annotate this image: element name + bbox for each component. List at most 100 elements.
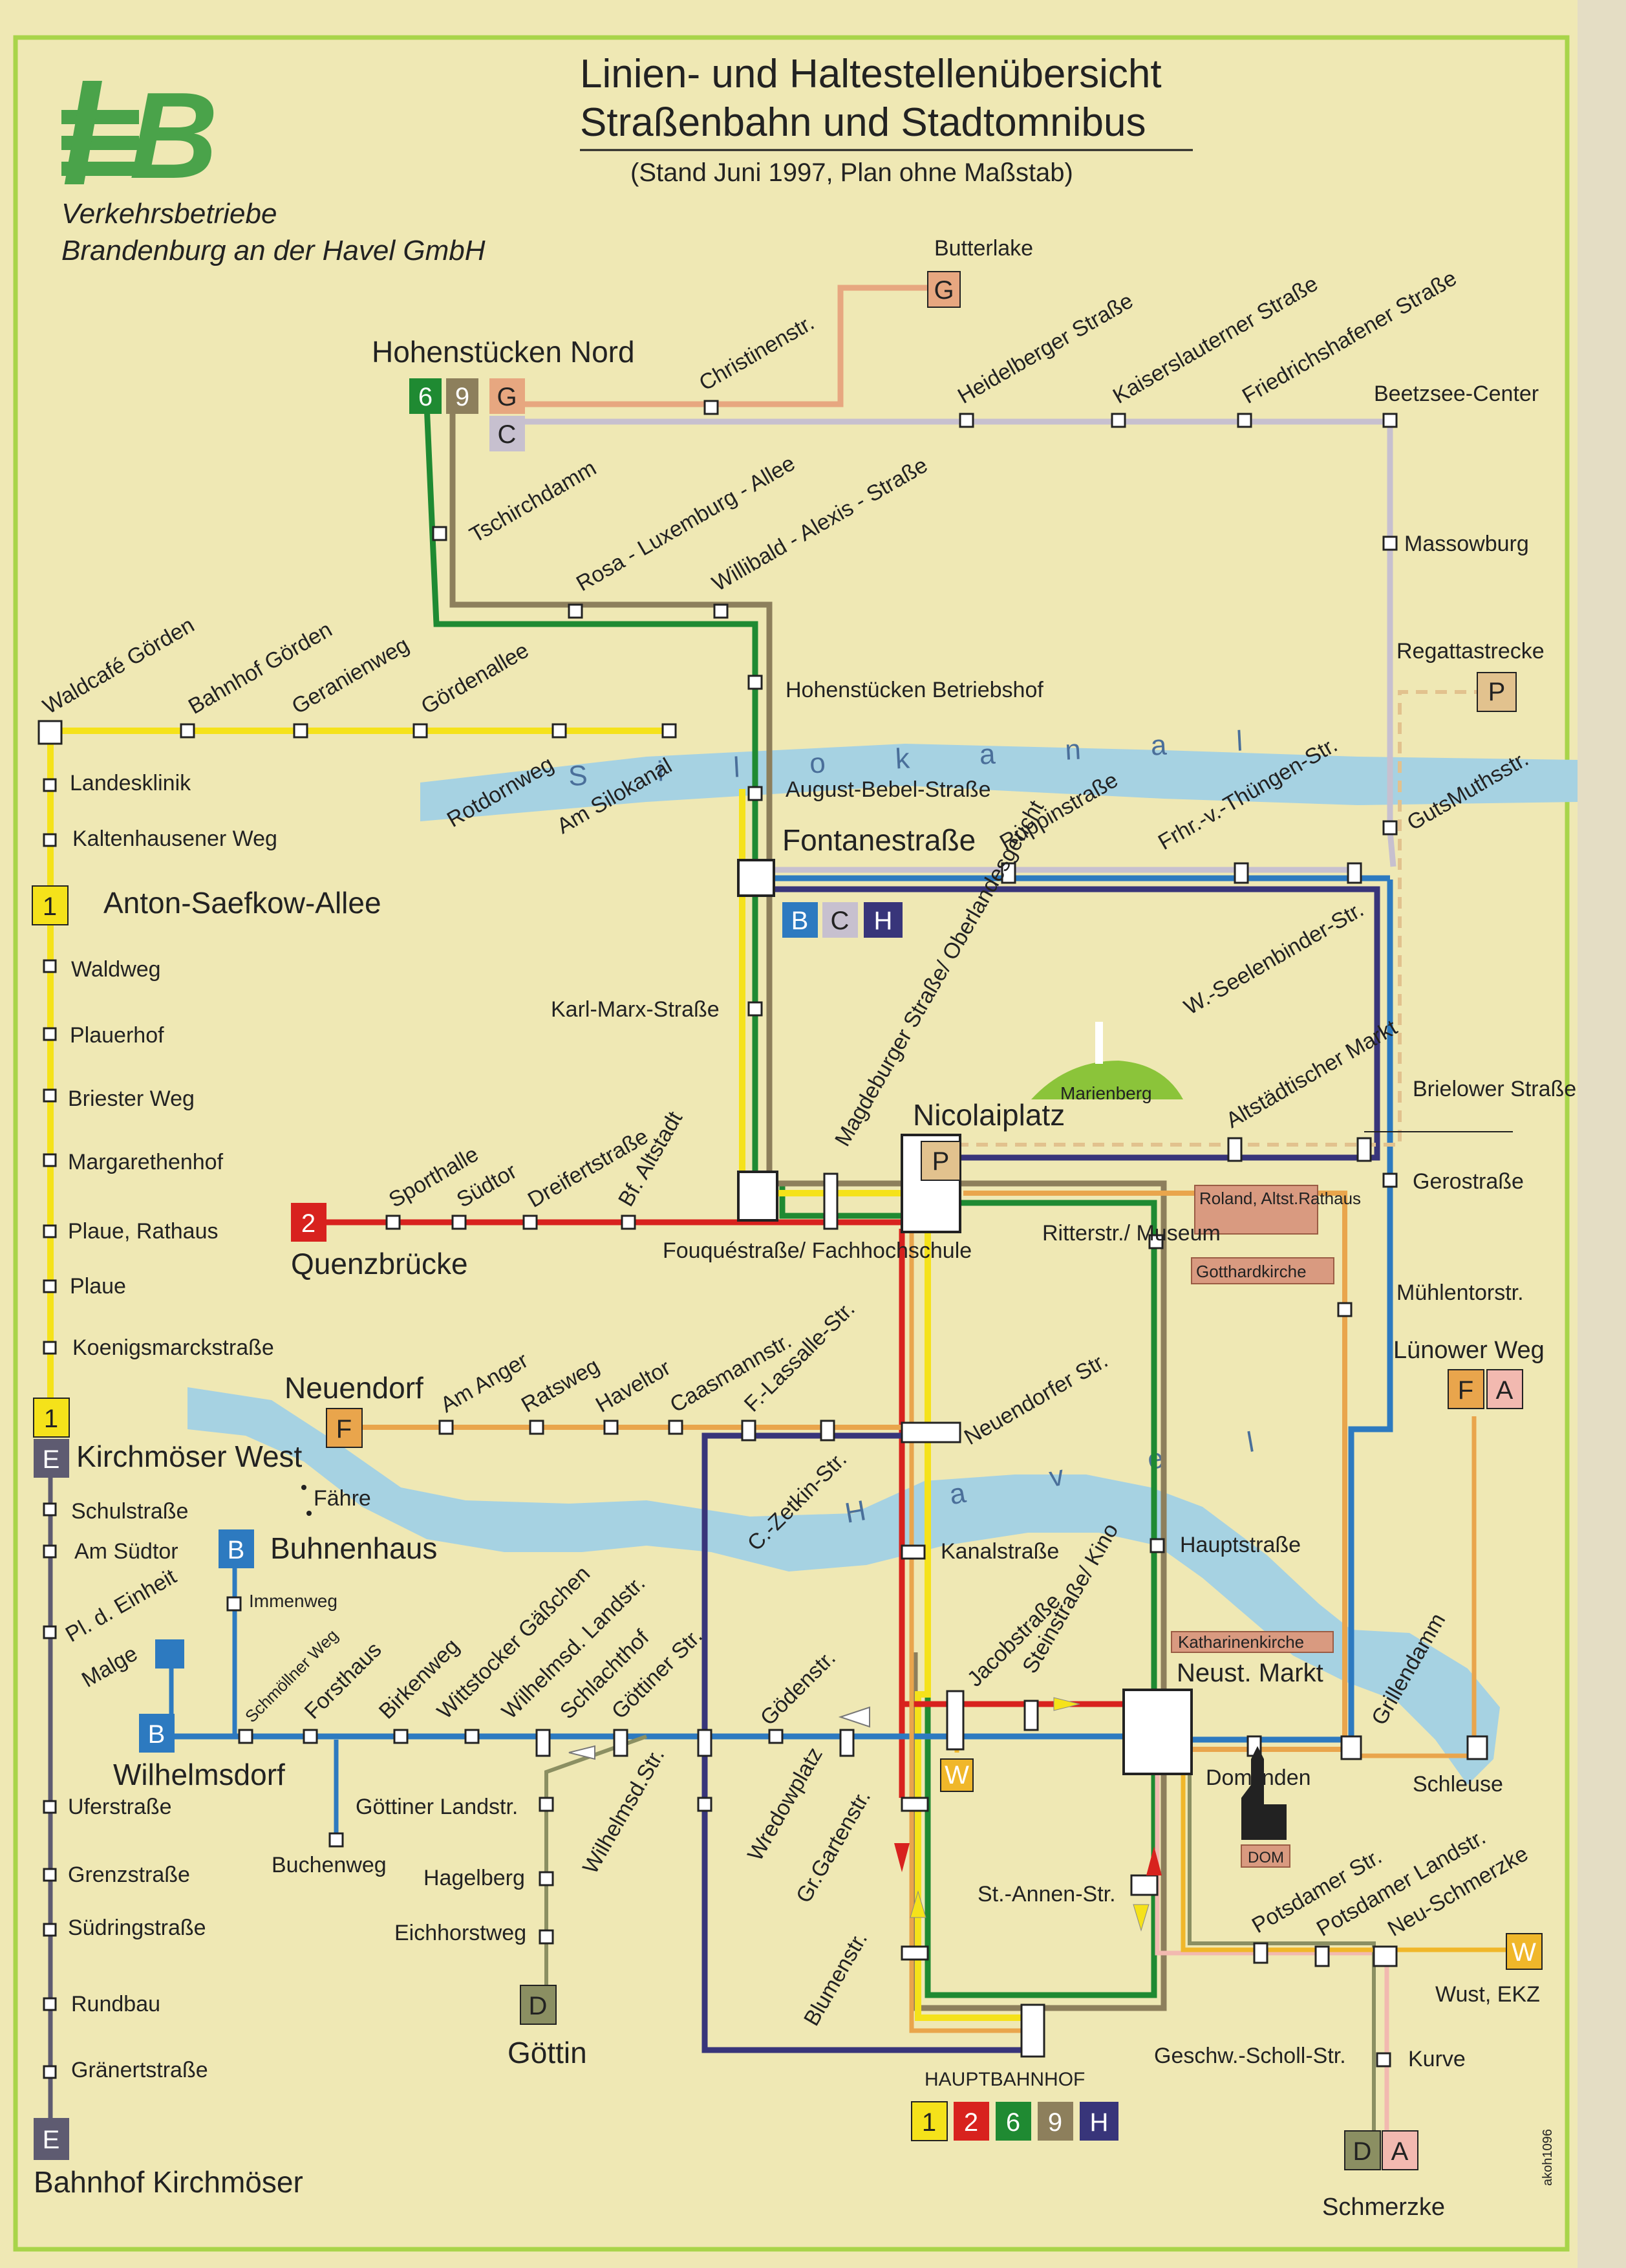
- badge-quenz: 2: [291, 1203, 326, 1242]
- stop-brielower[interactable]: Brielower Straße: [1413, 1077, 1576, 1101]
- stop-butterlake[interactable]: Butterlake: [934, 236, 1033, 261]
- badge-butterlake: G: [927, 271, 961, 308]
- badge-w-west: W: [940, 1758, 974, 1792]
- badge-2-hbf: 2: [964, 2108, 978, 2137]
- stop-uferstrasse[interactable]: Uferstraße: [68, 1795, 172, 1819]
- stop-anton-saefkow[interactable]: Anton-Saefkow-Allee: [103, 886, 381, 920]
- stop-buchenweg[interactable]: Buchenweg: [272, 1853, 387, 1877]
- badge-1: 1: [43, 892, 57, 921]
- stop-hauptstrasse[interactable]: Hauptstraße: [1180, 1533, 1301, 1557]
- stop-suedring[interactable]: Südringstraße: [68, 1916, 206, 1940]
- badges-hohenstuecken: 6 9 G C: [409, 378, 525, 451]
- stop-immenweg[interactable]: Immenweg: [249, 1591, 337, 1611]
- stop-geschw-scholl[interactable]: Geschw.-Scholl-Str.: [1154, 2044, 1346, 2068]
- badge-wilhelmsdorf: B: [139, 1714, 175, 1753]
- line-6-route: [423, 404, 1157, 1998]
- badge-C: C: [498, 420, 517, 449]
- stop-regattastrecke[interactable]: Regattastrecke: [1396, 639, 1545, 664]
- company-name-line1: Verkehrsbetriebe: [61, 198, 277, 230]
- hub-fouquestrasse[interactable]: [737, 1171, 778, 1222]
- stop-kanalstrasse[interactable]: Kanalstraße: [941, 1539, 1059, 1564]
- badge-9-hbf: 9: [1048, 2108, 1062, 2137]
- dom-landmark: [1241, 1844, 1290, 1868]
- stop-goettin[interactable]: Göttin: [508, 2036, 587, 2069]
- stop-neust-markt[interactable]: Neust. Markt: [1177, 1659, 1323, 1687]
- stop-schmerzke[interactable]: Schmerzke: [1322, 2194, 1445, 2221]
- badge-neuendorf: F: [326, 1408, 363, 1448]
- stop-muehlentor[interactable]: Mühlentorstr.: [1396, 1280, 1524, 1305]
- badge-D-schmerzke: D: [1353, 2137, 1372, 2166]
- badge-F-luenower: F: [1458, 1376, 1473, 1405]
- stop-briester[interactable]: Briester Weg: [68, 1086, 195, 1111]
- badge-regatta: P: [1477, 672, 1517, 712]
- line-H-route: [760, 886, 1380, 1161]
- stop-waldweg[interactable]: Waldweg: [71, 957, 161, 982]
- line-F-hbf: [909, 1229, 1028, 2033]
- hub-hauptbahnhof[interactable]: [1020, 2003, 1045, 2058]
- stop-plaue[interactable]: Plaue: [70, 1274, 126, 1299]
- stop-grenzstrasse[interactable]: Grenzstraße: [68, 1863, 190, 1887]
- stop-ritterstr[interactable]: Ritterstr./ Museum: [1042, 1221, 1221, 1246]
- stop-margarethenhof[interactable]: Margarethenhof: [68, 1150, 224, 1174]
- stop-kaltenhausener[interactable]: Kaltenhausener Weg: [72, 826, 277, 851]
- stop-hohenstuecken-nord[interactable]: Hohenstücken Nord: [372, 335, 635, 369]
- stop-bf-kirchmoeser[interactable]: Bahnhof Kirchmöser: [34, 2165, 303, 2199]
- arrow-red-down-icon: [894, 1843, 910, 1872]
- badge-G-butterlake: G: [934, 276, 954, 305]
- stop-wust[interactable]: Wust, EKZ: [1435, 1982, 1540, 2007]
- line-D-east: [1188, 1746, 1376, 2134]
- stop-kirchmoeser-west[interactable]: Kirchmöser West: [76, 1440, 303, 1473]
- stop-gerostrasse[interactable]: Gerostraße: [1413, 1169, 1524, 1194]
- stop-wilhelmsdorf[interactable]: Wilhelmsdorf: [113, 1758, 285, 1791]
- line-1-south: [915, 1226, 1022, 2021]
- badge-1-hbf: 1: [922, 2108, 936, 2137]
- arrow-yellow-down-icon: [1133, 1904, 1150, 1932]
- badge-P-nicolai: P: [932, 1147, 950, 1176]
- stop-fouque[interactable]: Fouquéstraße/ Fachhochschule: [663, 1238, 972, 1263]
- stop-plauerhof[interactable]: Plauerhof: [70, 1023, 164, 1048]
- stop-massowburg[interactable]: Massowburg: [1404, 532, 1529, 556]
- stop-landesklinik[interactable]: Landesklinik: [70, 771, 191, 795]
- stop-schulstrasse[interactable]: Schulstraße: [71, 1499, 188, 1524]
- badge-1-saefkow: 1: [32, 885, 69, 925]
- stop-goettiner-landstr[interactable]: Göttiner Landstr.: [356, 1795, 518, 1819]
- stop-beetzsee[interactable]: Beetzsee-Center: [1374, 382, 1539, 406]
- stop-rundbau[interactable]: Rundbau: [71, 1992, 160, 2016]
- stop-koenigsmarck[interactable]: Koenigsmarckstraße: [72, 1335, 274, 1360]
- stop-faehre[interactable]: Fähre: [314, 1486, 371, 1511]
- stop-st-annen[interactable]: St.-Annen-Str.: [978, 1882, 1116, 1906]
- roland-landmark: [1194, 1185, 1318, 1235]
- stop-am-suedtor[interactable]: Am Südtor: [74, 1539, 178, 1564]
- stop-hagelberg[interactable]: Hagelberg: [423, 1866, 525, 1890]
- logo-letter: B: [129, 67, 218, 204]
- badge-A-luenower: A: [1496, 1376, 1514, 1405]
- badge-6-hbf: 6: [1006, 2108, 1020, 2137]
- badges-kirchmoeser: 1 E: [33, 1398, 70, 1478]
- badge-buhnenhaus: B: [219, 1529, 254, 1568]
- stop-graenert[interactable]: Gränertstraße: [71, 2058, 208, 2082]
- stop-neuendorf[interactable]: Neuendorf: [284, 1371, 423, 1405]
- stop-domlinden[interactable]: Domlinden: [1206, 1766, 1311, 1790]
- badges-hauptbahnhof: 1 2 6 9 H: [911, 2101, 1118, 2141]
- badge-9: 9: [455, 383, 469, 411]
- stop-karl-marx[interactable]: Karl-Marx-Straße: [551, 997, 720, 1022]
- stop-fontanestrasse[interactable]: Fontanestraße: [782, 823, 976, 857]
- stop-hauptbahnhof[interactable]: HAUPTBAHNHOF: [925, 2069, 1085, 2090]
- hub-neust-markt[interactable]: [1122, 1689, 1193, 1775]
- hub-fontanestrasse[interactable]: [737, 859, 775, 897]
- stop-quenzbruecke[interactable]: Quenzbrücke: [291, 1247, 468, 1280]
- hub-waldcafe[interactable]: [37, 720, 63, 745]
- stop-eichhorstweg[interactable]: Eichhorstweg: [394, 1921, 526, 1945]
- stop-schleuse[interactable]: Schleuse: [1413, 1772, 1503, 1797]
- stop-august-bebel[interactable]: August-Bebel-Straße: [786, 777, 991, 802]
- arrow-yellow-right-icon: [1053, 1697, 1080, 1711]
- stop-nicolaiplatz[interactable]: Nicolaiplatz: [913, 1098, 1065, 1132]
- stop-luenower[interactable]: Lünower Weg: [1393, 1337, 1545, 1364]
- badge-D-goettin: D: [529, 1992, 548, 2020]
- stop-plaue-rathaus[interactable]: Plaue, Rathaus: [68, 1219, 219, 1244]
- stop-hohenstuecken-bh[interactable]: Hohenstücken Betriebshof: [786, 678, 1043, 702]
- stop-buhnenhaus[interactable]: Buhnenhaus: [270, 1531, 437, 1565]
- stop-kurve[interactable]: Kurve: [1408, 2047, 1466, 2071]
- badge-W-wust: W: [1512, 1938, 1536, 1967]
